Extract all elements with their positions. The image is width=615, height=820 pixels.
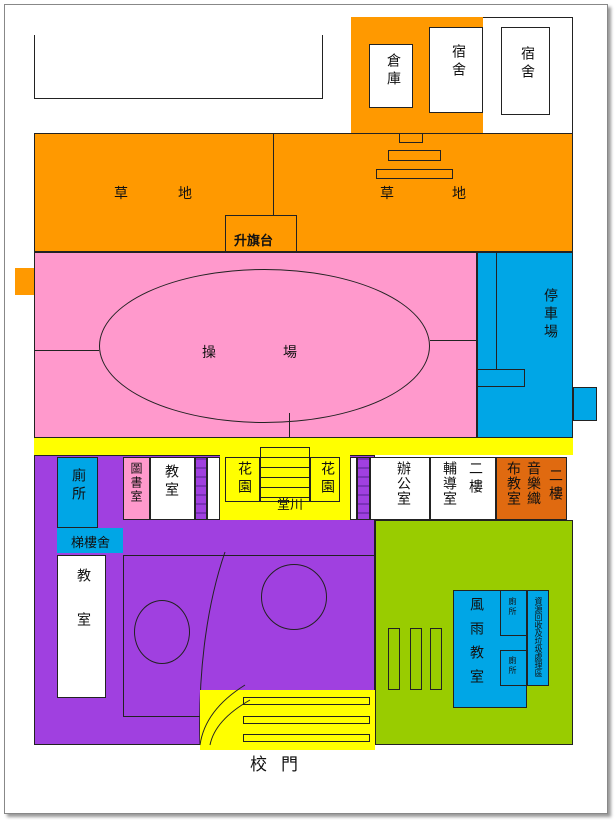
dorm-2: 宿舍 — [501, 27, 550, 115]
dorm-2-label: 宿舍 — [519, 46, 535, 82]
grass-field — [34, 133, 573, 252]
parking-lot — [477, 252, 573, 438]
counseling-room: 輔導室 二樓 — [430, 457, 496, 520]
divider-line — [273, 133, 274, 215]
garden-left-label: 花園 — [236, 461, 252, 497]
music-weaving-room: 布教室 音樂織 二樓 — [496, 457, 567, 520]
staircase — [357, 457, 370, 520]
grass-label: 地 — [178, 186, 192, 202]
restroom-small-label: 廁所 — [508, 597, 517, 617]
school-gate-label: 校門 — [250, 755, 312, 775]
gate-bar — [243, 734, 370, 742]
office-label: 辦公室 — [395, 461, 411, 506]
classroom-1-label: 教室 — [163, 464, 179, 500]
music-label: 音樂織 — [525, 461, 541, 506]
counseling-label: 輔導室 — [441, 461, 457, 506]
garden-right: 花園 — [310, 457, 340, 502]
library: 圖書室 — [123, 457, 150, 520]
weaving-label: 布教室 — [505, 461, 521, 506]
page-frame — [4, 4, 608, 814]
line — [289, 413, 290, 438]
dorm-1-label: 宿舍 — [450, 44, 466, 80]
ellipse-track — [99, 269, 430, 423]
library-label: 圖書室 — [129, 462, 143, 504]
stair-step — [376, 169, 453, 179]
classroom-2-label: 教室 — [75, 568, 91, 656]
hall-label: 堂川 — [277, 498, 304, 513]
circle — [134, 600, 190, 664]
office: 辦公室 — [370, 457, 430, 520]
stair-step — [388, 150, 441, 161]
second-floor-label: 二樓 — [547, 468, 563, 504]
playground-label: 場 — [283, 345, 297, 361]
restroom-small: 廁所 — [500, 590, 527, 636]
classroom-1: 教室 — [150, 457, 195, 520]
empty-lot — [34, 35, 323, 99]
hall-stairs — [260, 447, 310, 502]
parking-entrance — [573, 387, 597, 421]
gap — [350, 457, 357, 520]
flag-platform: 升旗台 — [225, 215, 297, 252]
grass-label: 草 — [114, 186, 128, 202]
restroom-label: 廁所 — [70, 468, 86, 504]
grass-label: 地 — [452, 186, 466, 202]
warehouse-label: 倉庫 — [385, 53, 401, 89]
line — [430, 340, 477, 341]
restroom: 廁所 — [57, 457, 98, 528]
bench — [430, 628, 442, 690]
corridor — [34, 438, 573, 455]
stair-step — [399, 133, 423, 143]
gate-bar — [243, 716, 370, 724]
parking-label: 停車場 — [542, 288, 558, 342]
gate-area — [200, 690, 375, 750]
classroom-2: 教室 — [57, 555, 106, 698]
recycling-label: 資源回收及垃圾處理區 — [534, 597, 543, 677]
gate-arc — [199, 684, 251, 746]
gap — [207, 457, 220, 520]
recycling-area: 資源回收及垃圾處理區 — [527, 590, 549, 686]
stair-building-label: 梯樓舍 — [71, 536, 111, 551]
circle — [261, 564, 327, 630]
curved-path — [199, 551, 226, 746]
grass-label: 草 — [380, 186, 394, 202]
stair-building: 梯樓舍 — [57, 528, 123, 553]
restroom-small-label: 廁所 — [508, 656, 517, 676]
bench — [388, 628, 400, 690]
parking-structure — [477, 369, 525, 387]
line — [496, 252, 497, 369]
garden-left: 花園 — [225, 457, 260, 502]
gate-bar — [243, 697, 370, 705]
flag-platform-label: 升旗台 — [234, 234, 274, 249]
warehouse: 倉庫 — [369, 44, 413, 108]
bench — [410, 628, 422, 690]
dorm-1: 宿舍 — [429, 27, 483, 113]
restroom-small: 廁所 — [500, 650, 527, 686]
garden-right-label: 花園 — [319, 461, 335, 497]
second-floor-label: 二樓 — [467, 461, 483, 497]
playground-label: 操 — [202, 345, 216, 361]
line — [34, 350, 99, 351]
rain-classroom-label: 風雨教室 — [468, 597, 484, 693]
staircase — [195, 457, 207, 520]
